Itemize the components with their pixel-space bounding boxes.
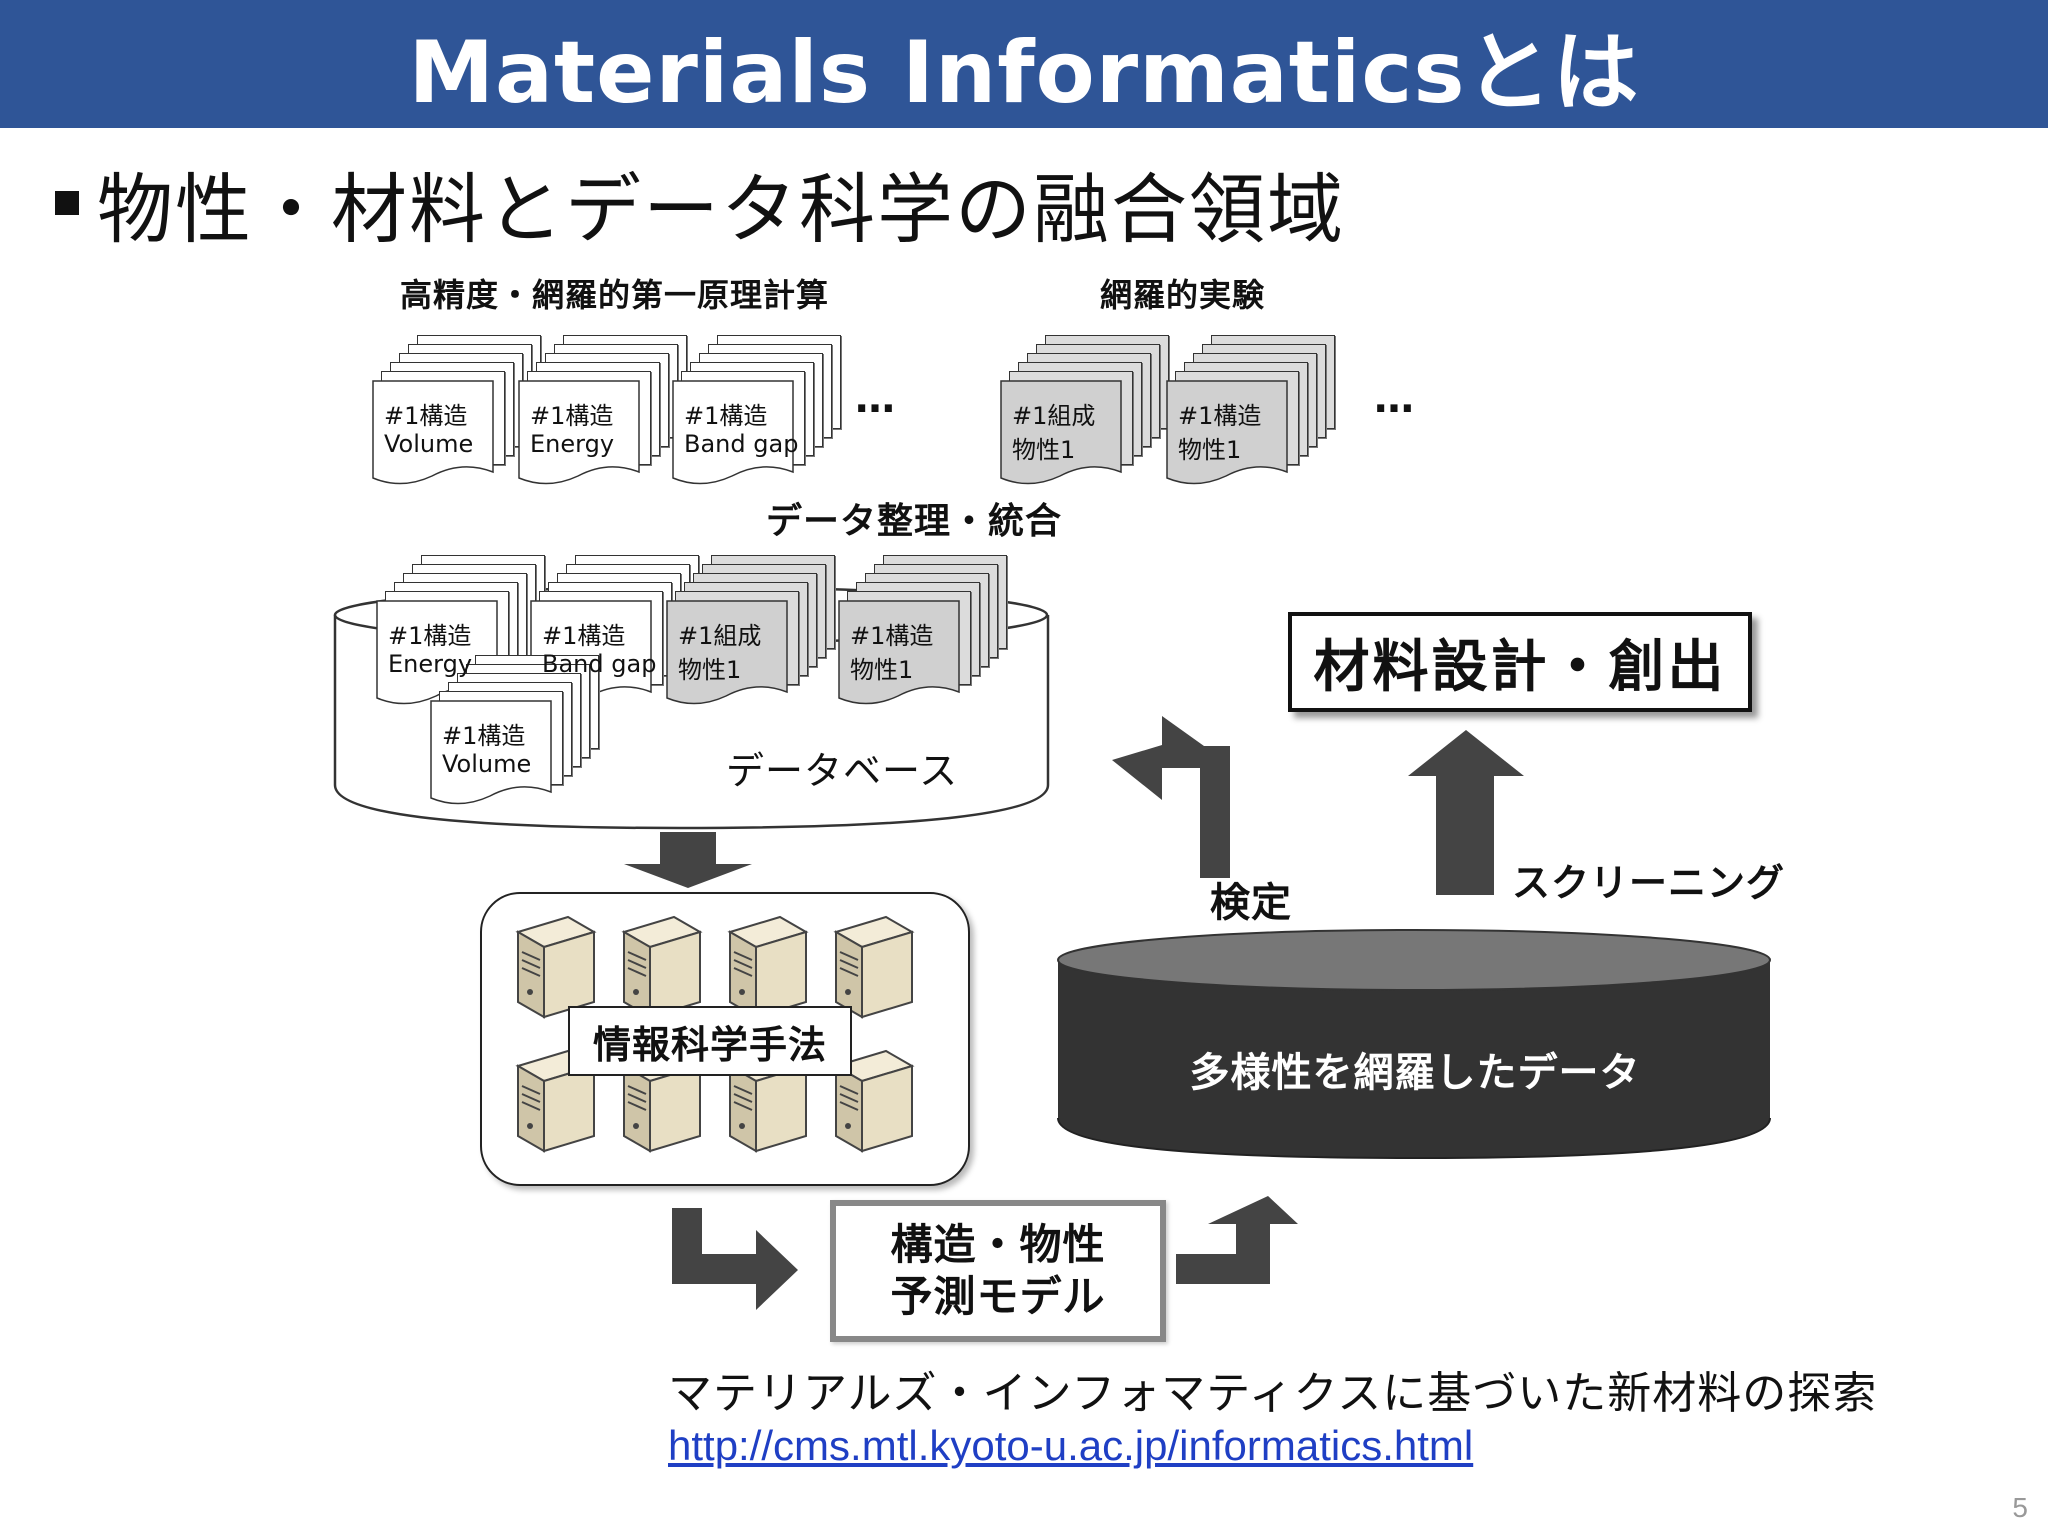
server-icon	[614, 912, 704, 1026]
document-line2: Band gap	[684, 430, 799, 458]
document-line2: Band gap	[542, 650, 657, 678]
down-arrow-icon	[624, 832, 752, 888]
server-icon	[826, 912, 916, 1026]
big-data-cylinder	[1057, 929, 1771, 1160]
reference-link[interactable]: http://cms.mtl.kyoto-u.ac.jp/informatics…	[668, 1422, 1474, 1469]
ellipsis-calc: …	[855, 376, 899, 422]
document-line2: 物性1	[1178, 436, 1242, 464]
prediction-model-box: 構造・物性 予測モデル	[830, 1200, 1166, 1342]
big-data-label: 多様性を網羅したデータ	[1189, 1050, 1641, 1096]
bullet-row: 物性・材料とデータ科学の融合領域	[55, 148, 1345, 258]
document-line1: #1構造	[530, 402, 614, 430]
document-line1: #1構造	[850, 622, 934, 650]
design-box: 材料設計・創出	[1288, 612, 1752, 712]
bullet-text: 物性・材料とデータ科学の融合領域	[97, 165, 1345, 254]
experiment-label: 網羅的実験	[1100, 276, 1266, 314]
document-line2: Energy	[388, 650, 473, 678]
document-front: #1組成物性1	[1000, 380, 1122, 490]
document-front: #1構造物性1	[1166, 380, 1288, 490]
server-icon	[826, 1046, 916, 1160]
verify-label: 検定	[1210, 880, 1292, 926]
caption: マテリアルズ・インフォマティクスに基づいた新材料の探索	[668, 1368, 1878, 1419]
slide-title: Materials Informaticsとは	[408, 22, 1640, 123]
title-bar: Materials Informaticsとは	[0, 0, 2048, 128]
server-icon	[720, 912, 810, 1026]
document-line2: Energy	[530, 430, 615, 458]
calc-label: 高精度・網羅的第一原理計算	[400, 276, 830, 314]
model-line1: 構造・物性	[890, 1220, 1106, 1269]
page-number: 5	[2012, 1492, 2028, 1523]
document-front: #1組成物性1	[666, 600, 788, 710]
document-line2: 物性1	[850, 656, 914, 684]
model-line2: 予測モデル	[890, 1272, 1106, 1321]
database-label: データベース	[726, 749, 959, 793]
document-line2: Volume	[384, 430, 474, 458]
model-input-arrow-icon	[672, 1208, 798, 1310]
design-label: 材料設計・創出	[1313, 634, 1727, 700]
ellipsis-exp: …	[1374, 376, 1418, 422]
screening-label: スクリーニング	[1512, 861, 1786, 905]
verify-bent-arrow-icon	[1112, 716, 1230, 878]
bullet-square-icon	[55, 191, 79, 215]
document-line1: #1組成	[1012, 402, 1096, 430]
document-line1: #1構造	[684, 402, 768, 430]
document-line1: #1組成	[678, 622, 762, 650]
info-science-box: 情報科学手法	[568, 1006, 852, 1076]
server-icon	[508, 912, 598, 1026]
document-line1: #1構造	[1178, 402, 1262, 430]
document-line2: 物性1	[678, 656, 742, 684]
document-front: #1構造物性1	[838, 600, 960, 710]
document-line2: Volume	[442, 750, 532, 778]
document-line1: #1構造	[388, 622, 472, 650]
organize-label: データ整理・統合	[766, 501, 1063, 542]
model-output-arrow-icon	[1176, 1196, 1298, 1284]
document-line1: #1構造	[384, 402, 468, 430]
screening-up-arrow-icon	[1408, 730, 1524, 895]
document-line2: 物性1	[1012, 436, 1076, 464]
document-line1: #1構造	[442, 722, 526, 750]
document-line1: #1構造	[542, 622, 626, 650]
info-science-label: 情報科学手法	[592, 1022, 827, 1067]
